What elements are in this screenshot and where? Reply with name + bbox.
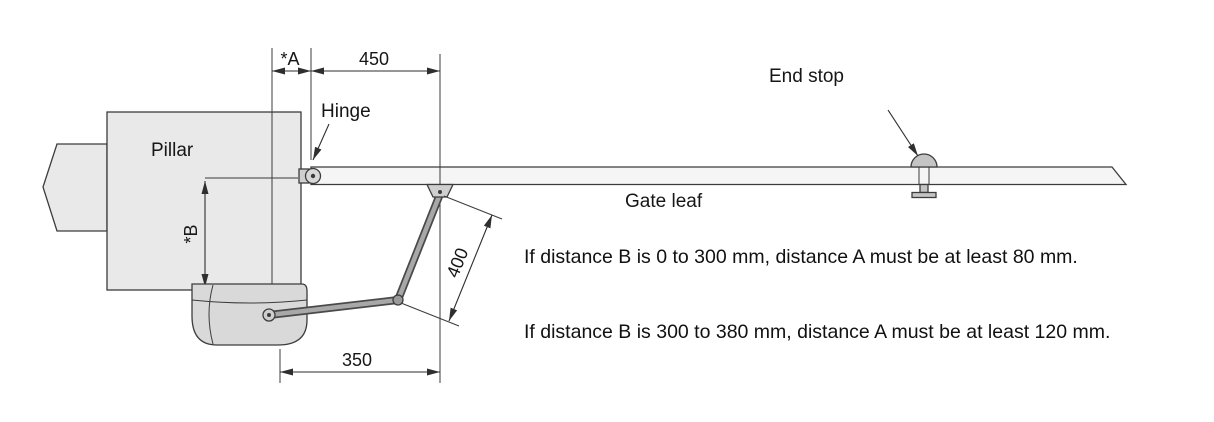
arm-rear-shape [266,297,401,318]
gate-leaf-label: Gate leaf [625,191,703,212]
end-stop-label: End stop [769,66,844,87]
dimension-a: *A [272,49,311,75]
extension-lines [271,48,441,383]
end-stop: End stop [769,66,938,199]
note-rule-1: If distance B is 0 to 300 mm, distance A… [524,246,1078,268]
dimension-400-line [448,214,493,322]
wall-stub [42,143,108,232]
bracket-pivot-pin [438,190,442,194]
hinge-label: Hinge [321,101,371,122]
note-rule-2: If distance B is 300 to 380 mm, distance… [524,321,1110,343]
extension-line-400-top [443,195,503,220]
operator-body-shape [191,283,308,346]
hinge: Hinge [298,101,371,185]
operator-hub-pin [267,313,271,317]
instruction-notes: If distance B is 0 to 300 mm, distance A… [524,246,1110,343]
gate-operator [191,283,308,346]
end-stop-dome-shape [910,153,938,168]
hinge-leader-arrow [312,123,330,161]
dimension-a-text: *A [280,49,299,69]
dimension-b-text: *B [181,224,201,243]
operator-seam-line [191,299,308,304]
dimension-450-text: 450 [359,49,389,69]
arm-front-shape [395,191,443,303]
wall-shape [42,143,108,232]
dimension-350: 350 [279,349,440,383]
end-stop-base-shape [911,191,937,199]
gate-bracket [425,183,455,198]
end-stop-stem-shape [919,183,929,194]
pillar-label: Pillar [151,140,194,161]
dimension-450: 450 [311,49,440,75]
dimension-b: *B [181,177,298,287]
arm-elbow-joint [392,294,404,306]
gate-leaf-shape [310,166,1128,186]
dimension-350-text: 350 [342,350,372,370]
articulated-arm [262,190,444,322]
extension-line-400-bottom [400,302,460,327]
operator-cap-line [208,284,214,345]
hinge-pin [310,173,316,179]
end-stop-leader-arrow [887,109,919,157]
